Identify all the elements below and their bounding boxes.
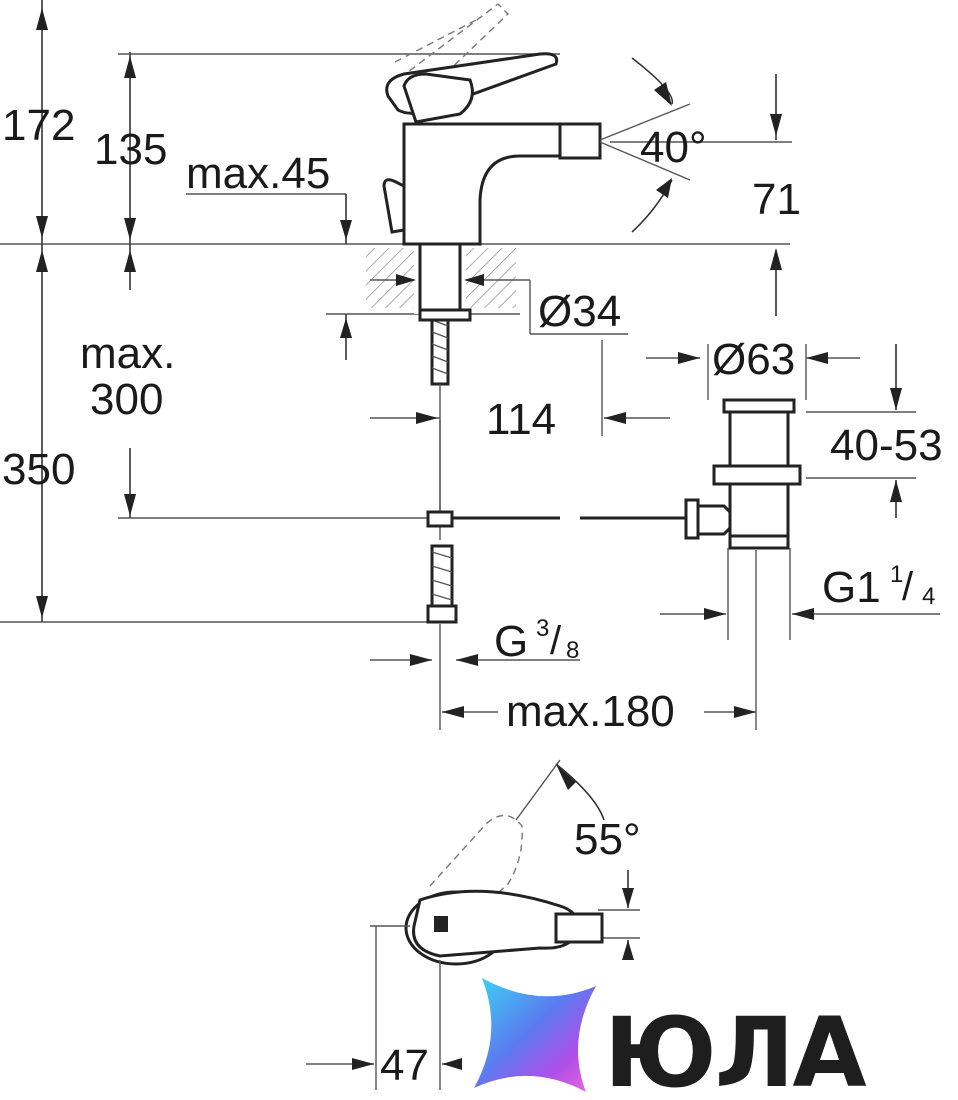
brand-name: ЮЛА [604,997,866,1100]
dim-g-3-8-label: G 3 / 8 [494,615,579,666]
thread-g-slash: / [550,619,562,663]
dim-max-label: max. [80,329,175,378]
thread-g-sup: 3 [536,615,549,642]
dim-max45-label: max.45 [186,149,330,198]
dim-47-label: 47 [380,1041,429,1090]
dim-diameter63-label: Ø63 [712,335,795,384]
dim-55deg-label: 55° [574,815,641,864]
dim-40deg-label: 40° [640,123,707,172]
mixer-plan [306,759,640,1090]
thread-g-text: G [494,617,528,666]
thread-g1-text: G1 [822,563,881,612]
waste-assembly [370,344,940,730]
brand-logo: ЮЛА [474,978,868,1100]
dim-71-label: 71 [752,175,801,224]
dim-114-label: 114 [486,395,556,444]
brand-star-icon [474,978,596,1092]
left-dimensions [0,0,790,623]
dim-300-label: 300 [90,375,163,424]
dim-135-label: 135 [94,125,167,174]
dim-diameter34-label: Ø34 [538,287,621,336]
thread-g1-sup: 1 [890,561,903,588]
dim-max180-label: max.180 [506,687,675,736]
dim-172-label: 172 [2,101,75,150]
dim-g1-quarter-label: G1 1 / 4 [822,561,935,612]
thread-g1-sub: 4 [922,583,935,610]
mixer-elevation [366,3,792,624]
thread-g-sub: 8 [566,637,579,664]
dim-40-53-label: 40-53 [830,421,943,470]
dim-350-label: 350 [2,445,75,494]
thread-g1-slash: / [902,565,914,609]
